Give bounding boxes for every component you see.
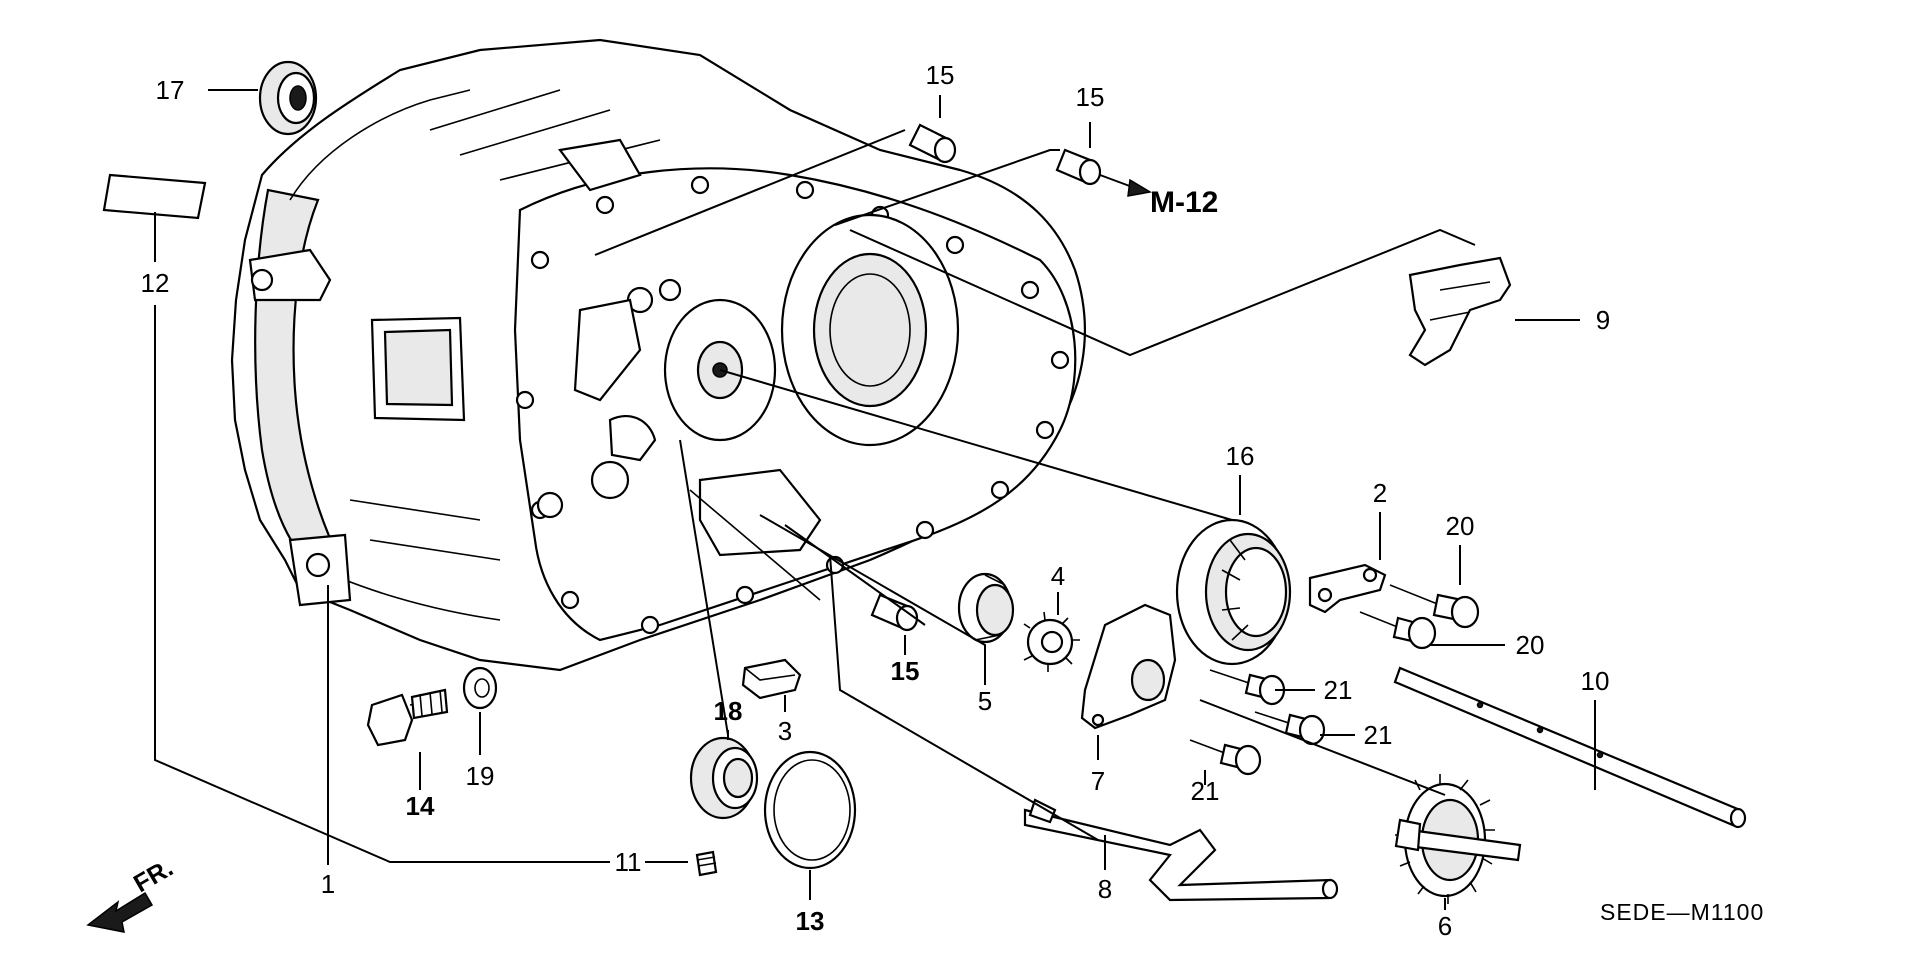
bolt-21-b: [1254, 711, 1326, 746]
transmission-housing: [230, 38, 1086, 672]
leader-lines: [154, 89, 1596, 910]
oil-seal-17: [258, 60, 318, 136]
callout-15-top-right: 15: [1076, 82, 1105, 112]
dowel-pin-15-c: [870, 593, 919, 632]
dowel-pin-15-a: [908, 123, 957, 164]
bolt-20-b: [1359, 611, 1437, 650]
plug-11: [695, 850, 718, 877]
callout-11: 11: [615, 847, 642, 877]
callout-17: 17: [156, 75, 185, 105]
label-12: [102, 173, 207, 220]
callout-6: 6: [1438, 911, 1452, 941]
bolt-20-a: [1389, 584, 1480, 629]
callout-20-top: 20: [1446, 511, 1475, 541]
seal-ring-13: [763, 750, 857, 870]
front-marker-label: FR.: [129, 854, 178, 898]
collar-5: [957, 572, 1015, 644]
plate-7: [1080, 603, 1177, 730]
diagram-code: SEDE—M1100: [1600, 899, 1764, 925]
callout-18: 18: [714, 696, 743, 726]
shift-shaft-8: [1023, 798, 1339, 902]
bolt-21-c: [1189, 739, 1262, 776]
front-direction-arrow: [86, 891, 154, 933]
callout-2: 2: [1373, 478, 1387, 508]
callout-7: 7: [1091, 766, 1105, 796]
callout-21-top: 21: [1324, 675, 1353, 705]
washer-19: [462, 666, 498, 710]
bracket-9: [1408, 256, 1512, 367]
gear-4: [1023, 611, 1080, 672]
gear-6: [1394, 774, 1522, 904]
reference-label-m12: M-12: [1150, 186, 1218, 219]
magnet-3: [741, 658, 802, 700]
drain-bolt-14: [366, 688, 449, 747]
callout-13: 13: [796, 906, 825, 936]
reference-arrow-m12: [1099, 174, 1153, 197]
bolt-21-a: [1209, 669, 1286, 706]
needle-bearing-16: [1175, 518, 1292, 666]
callout-20-bottom: 20: [1516, 630, 1545, 660]
callout-9: 9: [1596, 305, 1610, 335]
callout-10: 10: [1581, 666, 1610, 696]
bearing-18: [689, 736, 759, 820]
callout-14: 14: [406, 791, 435, 821]
callout-15-bottom: 15: [891, 656, 920, 686]
callout-19: 19: [466, 761, 495, 791]
callout-1: 1: [321, 869, 335, 899]
callout-3: 3: [778, 716, 792, 746]
callout-21-middle: 21: [1364, 720, 1393, 750]
callout-21-bottom: 21: [1191, 776, 1220, 806]
callout-8: 8: [1098, 874, 1112, 904]
callout-12: 12: [141, 268, 170, 298]
callout-5: 5: [978, 686, 992, 716]
callout-16: 16: [1226, 441, 1255, 471]
callout-15-top-left: 15: [926, 60, 955, 90]
dowel-pin-15-b: [1055, 148, 1102, 186]
shift-shaft-10: [1393, 666, 1747, 829]
plate-2: [1308, 563, 1387, 614]
callout-4: 4: [1051, 561, 1065, 591]
